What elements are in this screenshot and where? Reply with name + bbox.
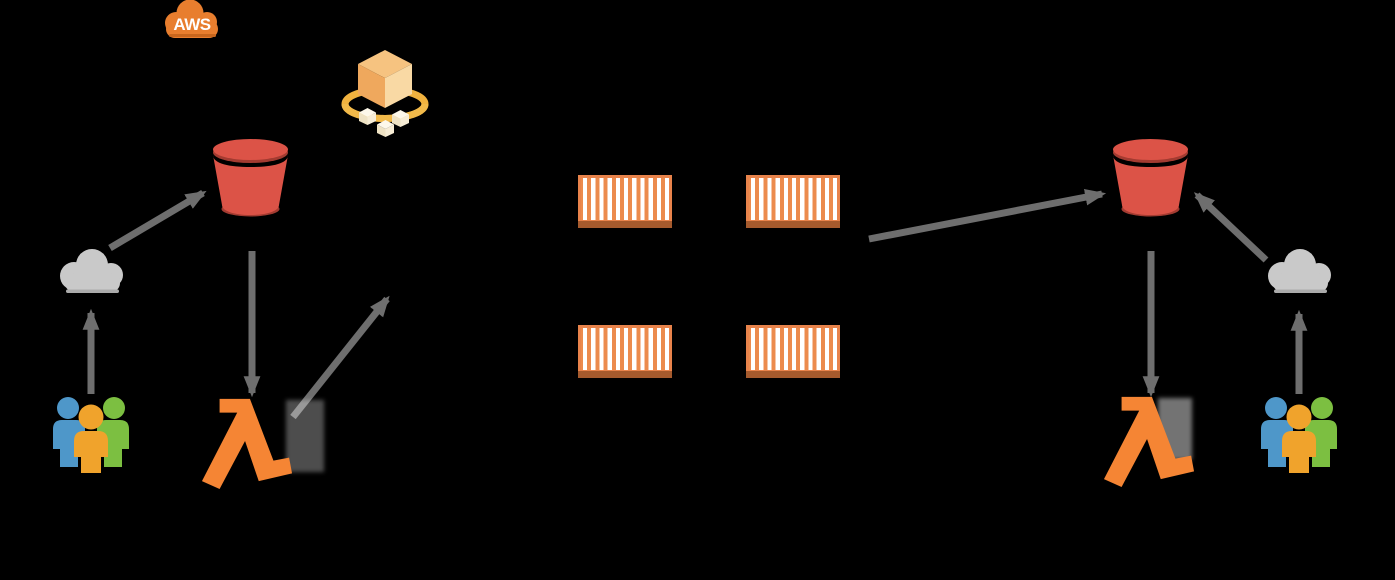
container-stripes [749, 328, 837, 370]
internet-cloud-right-icon [1261, 245, 1338, 297]
aws-batch-icon [341, 44, 429, 140]
internet-cloud-left-icon [53, 245, 130, 297]
lambda-left-white-patch [286, 400, 324, 472]
s3-bucket-input-icon [210, 138, 291, 219]
s3-bucket-output-icon [1110, 138, 1191, 219]
arrow-lambda-left-to-batch-compute [290, 295, 390, 420]
arrow-internet-left-to-s3-input [108, 189, 207, 252]
aws-cloud-logo-icon: AWS [165, 0, 218, 38]
aws-logo-text: AWS [173, 15, 210, 34]
arrow-batch-compute-to-s3-output [868, 188, 1107, 243]
lambda-right-icon [1100, 393, 1198, 487]
batch-cube-ring-icon [341, 50, 429, 137]
container-base [578, 371, 672, 378]
ecs-container-icon-2 [746, 175, 840, 228]
container-base [746, 371, 840, 378]
ecs-container-icon-3 [578, 325, 672, 378]
container-base [746, 221, 840, 228]
ecs-container-icon-1 [578, 175, 672, 228]
aws-logo: AWS [161, 0, 225, 42]
container-stripes [749, 178, 837, 220]
ecs-container-icon-4 [746, 325, 840, 378]
users-group-left-icon [49, 393, 133, 473]
arrow-internet-right-to-s3-output [1193, 192, 1269, 263]
container-stripes [581, 178, 669, 220]
container-stripes [581, 328, 669, 370]
lambda-left-icon [198, 395, 296, 489]
users-group-right-icon [1257, 393, 1341, 473]
container-base [578, 221, 672, 228]
